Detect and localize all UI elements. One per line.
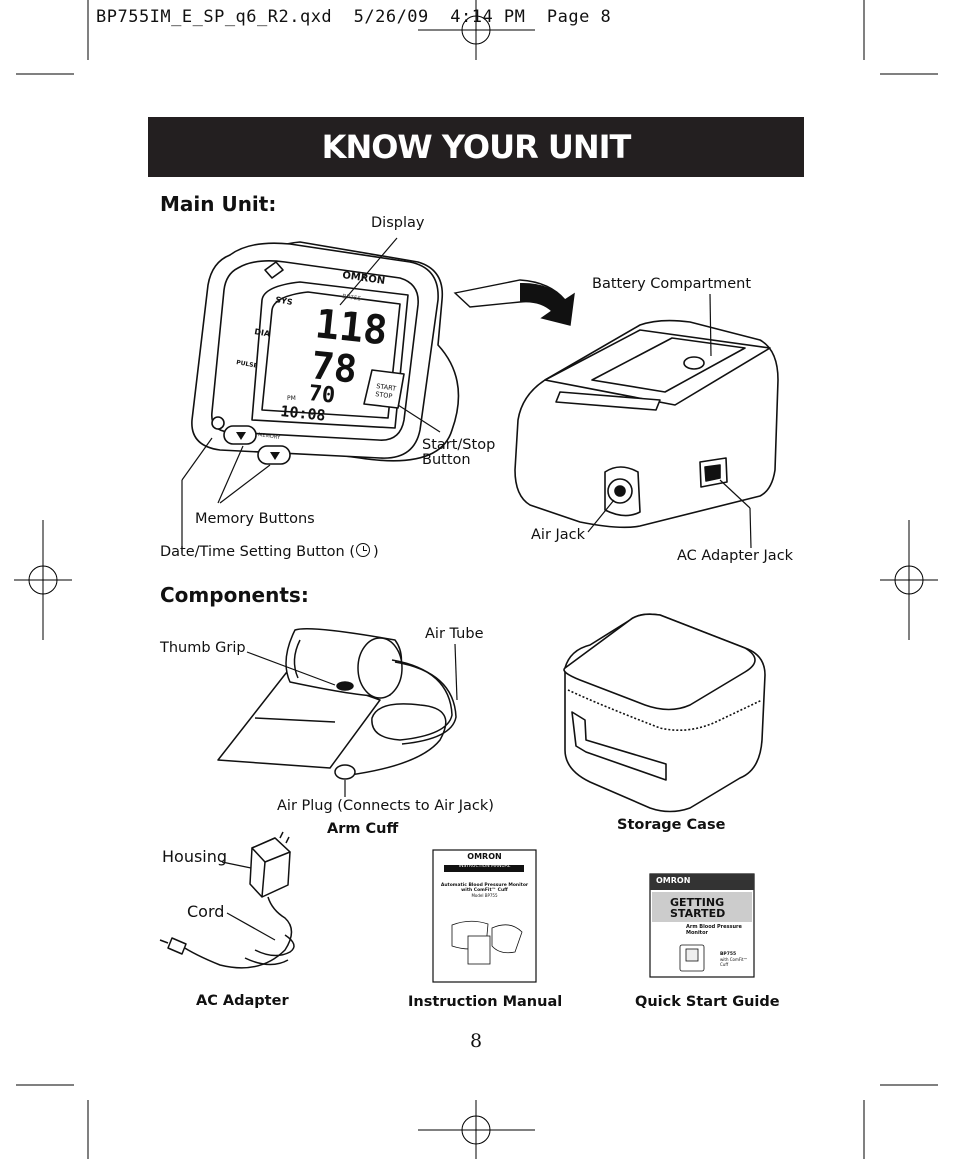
label-air-jack: Air Jack: [531, 527, 586, 543]
manual-model: Model BP755: [471, 893, 498, 898]
guide-title2: STARTED: [670, 907, 726, 920]
device-memory: MEMORY: [258, 432, 281, 441]
caption-arm-cuff: Arm Cuff: [327, 821, 399, 837]
device-model: BP755: [342, 293, 362, 303]
caption-ac-adapter: AC Adapter: [196, 993, 289, 1009]
page-number: 8: [470, 1030, 483, 1052]
label-thumb-grip: Thumb Grip: [160, 640, 246, 656]
label-date-time-text: Date/Time Setting Button (: [160, 544, 355, 560]
guide-brand: OMRON: [656, 876, 691, 885]
device-start: START: [376, 382, 397, 393]
manual-banner: INSTRUCTION MANUAL: [458, 864, 511, 869]
label-date-time-end: ): [373, 544, 379, 560]
guide-model: BP755: [720, 952, 737, 957]
device-dia-label: DIA: [254, 327, 272, 339]
device-stop: STOP: [375, 390, 393, 400]
label-ac-adapter-jack: AC Adapter Jack: [677, 548, 794, 564]
guide-subtitle: Arm Blood Pressure Monitor: [686, 924, 742, 936]
arm-cuff-drawing: [217, 628, 457, 780]
file-slug: BP755IM_E_SP_q6_R2.qxd 5/26/09 4:14 PM P…: [96, 7, 612, 27]
device-pulse-label: PULSE: [236, 359, 258, 370]
ac-adapter-drawing: [159, 831, 295, 969]
caption-storage-case: Storage Case: [617, 817, 726, 833]
device-pulse-value: 70: [307, 381, 336, 409]
device-pm: PM: [287, 395, 296, 402]
device-sys-label: SYS: [275, 295, 294, 307]
main-unit-heading: Main Unit:: [160, 192, 277, 216]
label-memory-buttons: Memory Buttons: [195, 511, 315, 527]
label-cord: Cord: [187, 902, 225, 921]
device-dia-value: 78: [309, 343, 359, 392]
manual-description: Automatic Blood Pressure Monitor with Co…: [440, 883, 529, 893]
guide-cuff: with ComFit™ Cuff: [720, 957, 748, 967]
clock-icon: [356, 543, 370, 557]
storage-case-drawing: [563, 613, 766, 813]
caption-instruction-manual: Instruction Manual: [408, 994, 563, 1010]
device-time: 10:08: [280, 402, 327, 425]
label-air-plug: Air Plug (Connects to Air Jack): [277, 798, 494, 814]
device-sys-value: 118: [313, 301, 390, 354]
components-heading: Components:: [160, 583, 309, 607]
guide-title1: GETTING: [670, 896, 725, 909]
label-display: Display: [371, 215, 425, 231]
label-date-time-button: Date/Time Setting Button (): [160, 542, 379, 560]
manual-brand: OMRON: [467, 852, 502, 861]
label-housing: Housing: [162, 847, 228, 866]
caption-quick-start-guide: Quick Start Guide: [635, 994, 780, 1010]
label-start-stop: Start/Stop Button: [422, 437, 496, 468]
label-air-tube: Air Tube: [425, 626, 484, 642]
label-battery-compartment: Battery Compartment: [592, 276, 752, 292]
page-title: KNOW YOUR UNIT: [148, 117, 804, 177]
